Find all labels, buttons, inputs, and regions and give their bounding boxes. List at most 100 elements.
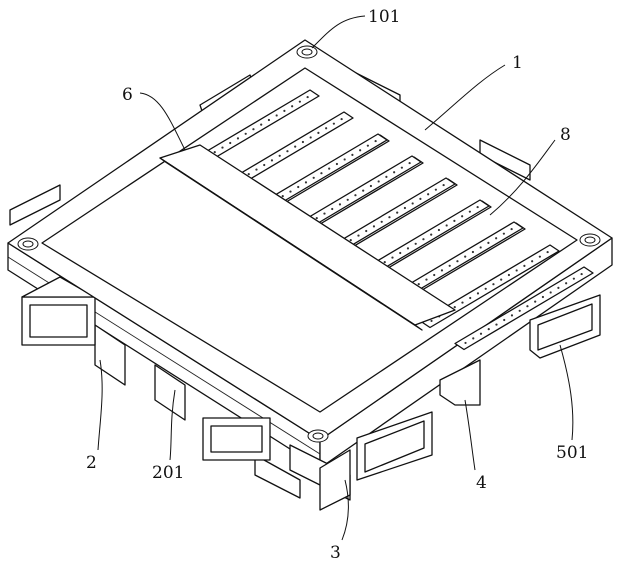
slat-hole — [508, 274, 510, 276]
slat-hole — [399, 252, 401, 254]
slat-hole — [469, 297, 471, 299]
slat-hole — [430, 320, 432, 322]
slat-hole — [565, 282, 567, 284]
slat-hole — [229, 142, 231, 144]
slat-hole — [438, 229, 440, 231]
slat-hole — [456, 260, 458, 262]
slat-hole — [464, 342, 466, 344]
slat-hole — [430, 234, 432, 236]
slat-hole — [542, 296, 544, 298]
slat-hole — [359, 149, 361, 151]
slat-hole — [378, 180, 380, 182]
slat-hole — [325, 127, 327, 129]
slat-hole — [453, 220, 455, 222]
slat-hole — [492, 283, 494, 285]
slat-hole — [464, 256, 466, 258]
slat-hole — [534, 301, 536, 303]
slat-hole — [283, 110, 285, 112]
slat-hole — [271, 159, 273, 161]
slat-hole — [441, 269, 443, 271]
slat-hole — [407, 247, 409, 249]
slat-hole — [581, 273, 583, 275]
slat-hole — [433, 274, 435, 276]
slat-hole — [526, 305, 528, 307]
slat-hole — [268, 119, 270, 121]
slat-hole — [350, 239, 352, 241]
label-1: 1 — [512, 53, 523, 73]
slat-hole — [480, 246, 482, 248]
slat-hole — [419, 198, 421, 200]
slat-hole — [381, 221, 383, 223]
label-501: 501 — [556, 443, 588, 463]
slat-hole — [480, 333, 482, 335]
slat-hole — [550, 291, 552, 293]
slat-hole — [412, 202, 414, 204]
slat-hole — [341, 118, 343, 120]
slat-hole — [221, 146, 223, 148]
slat-hole — [443, 184, 445, 186]
slat-hole — [427, 193, 429, 195]
slat-hole — [500, 279, 502, 281]
slat-hole — [547, 251, 549, 253]
slat-hole — [485, 288, 487, 290]
slat-hole — [313, 177, 315, 179]
slat-hole — [511, 314, 513, 316]
slat-hole — [237, 137, 239, 139]
slat-hole — [503, 319, 505, 321]
slat-hole — [404, 207, 406, 209]
slat-hole — [260, 124, 262, 126]
slat-hole — [446, 224, 448, 226]
slat-hole — [214, 151, 216, 153]
slat-hole — [367, 145, 369, 147]
slat-hole — [488, 328, 490, 330]
slat-hole — [449, 265, 451, 267]
slat-hole — [384, 261, 386, 263]
slat-hole — [297, 186, 299, 188]
slat-hole — [336, 163, 338, 165]
slat-hole — [291, 105, 293, 107]
slat-hole — [523, 265, 525, 267]
slat-hole — [351, 154, 353, 156]
slat-hole — [252, 128, 254, 130]
label-2: 2 — [86, 453, 97, 473]
slat-hole — [495, 323, 497, 325]
slat-hole — [375, 140, 377, 142]
slat-hole — [302, 141, 304, 143]
slat-hole — [307, 96, 309, 98]
slat-hole — [396, 212, 398, 214]
slat-hole — [415, 243, 417, 245]
slat-hole — [391, 256, 393, 258]
slat-hole — [245, 133, 247, 135]
label-8: 8 — [560, 125, 571, 145]
slat-hole — [418, 283, 420, 285]
slat-hole — [503, 233, 505, 235]
label-3: 3 — [330, 543, 341, 563]
slat-hole — [516, 269, 518, 271]
slat-hole — [347, 199, 349, 201]
slat-hole — [487, 242, 489, 244]
slat-hole — [294, 146, 296, 148]
slat-hole — [365, 230, 367, 232]
slat-hole — [393, 171, 395, 173]
slat-hole — [248, 173, 250, 175]
label-4: 4 — [476, 473, 487, 493]
slat-hole — [422, 238, 424, 240]
slat-hole — [282, 195, 284, 197]
slat-hole — [263, 164, 265, 166]
slat-hole — [339, 203, 341, 205]
slat-hole — [331, 208, 333, 210]
slat-hole — [373, 225, 375, 227]
slat-hole — [477, 292, 479, 294]
slat-hole — [370, 185, 372, 187]
slat-hole — [573, 278, 575, 280]
slat-hole — [328, 168, 330, 170]
slat-hole — [495, 237, 497, 239]
slat-hole — [511, 228, 513, 230]
slat-hole — [461, 215, 463, 217]
label-101: 101 — [368, 7, 400, 27]
label-6: 6 — [122, 85, 133, 105]
slat-hole — [289, 190, 291, 192]
slat-hole — [409, 162, 411, 164]
slat-hole — [454, 306, 456, 308]
